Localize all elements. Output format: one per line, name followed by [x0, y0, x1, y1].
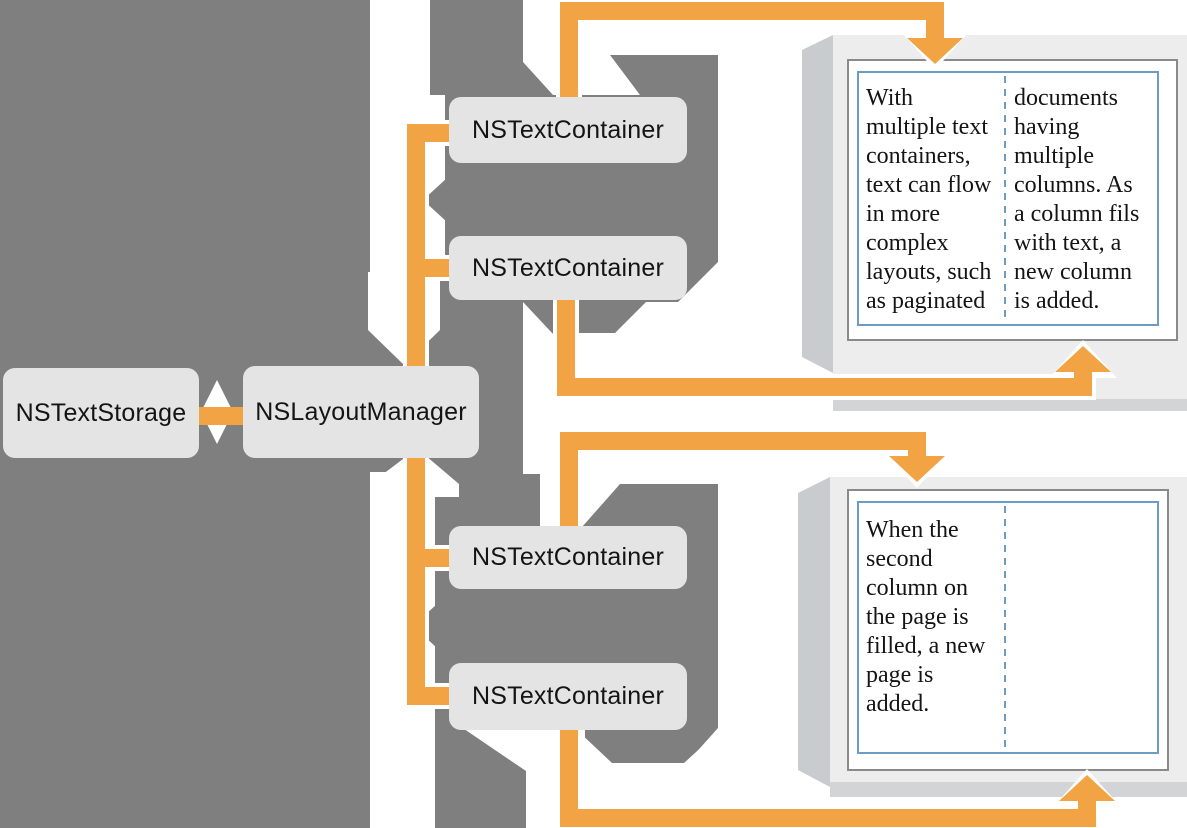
page-1-panel — [802, 35, 1187, 411]
gray-wedge-bottom — [435, 712, 526, 828]
page-2-panel — [798, 477, 1187, 797]
page-1-column-1-text: With multiple text containers, text can … — [866, 85, 992, 314]
page-1-column-2-text: documents having multiple columns. As a … — [1014, 85, 1140, 314]
node-nstextcontainer-1-label: NSTextContainer — [472, 115, 664, 144]
node-nstextcontainer-4-label: NSTextContainer — [472, 682, 664, 710]
node-nstextcontainer-4: NSTextContainer — [449, 663, 687, 730]
node-nstextcontainer-3-label: NSTextContainer — [472, 543, 664, 571]
node-nstextcontainer-3: NSTextContainer — [449, 526, 687, 589]
node-nstextstorage: NSTextStorage — [3, 368, 199, 458]
node-nstextstorage-label: NSTextStorage — [15, 398, 187, 427]
node-nstextcontainer-2: NSTextContainer — [449, 236, 687, 300]
connectors-orange — [197, 2, 1115, 827]
node-nslayoutmanager-label: NSLayoutManager — [255, 397, 467, 426]
page-2-column-1-text: When the second column on the page is fi… — [866, 517, 986, 717]
node-nstextcontainer-2-label: NSTextContainer — [472, 253, 664, 282]
node-nslayoutmanager: NSLayoutManager — [243, 366, 479, 458]
node-nstextcontainer-1: NSTextContainer — [449, 97, 687, 163]
